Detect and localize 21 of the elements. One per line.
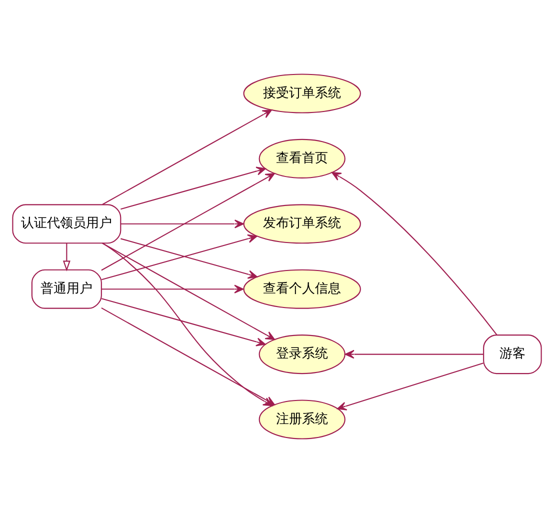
- node-box: 游客: [483, 334, 542, 374]
- arrow: [337, 362, 484, 410]
- arrow: [344, 349, 484, 358]
- arrow: [62, 242, 70, 271]
- arrow: [102, 298, 266, 346]
- node-ellipse: 注册系统: [258, 399, 346, 439]
- arrow: [102, 242, 273, 406]
- arrow: [120, 219, 244, 228]
- arrow: [101, 172, 275, 270]
- arrow: [120, 238, 258, 278]
- arrow: [332, 171, 498, 335]
- arrow: [102, 234, 258, 280]
- arrow: [102, 242, 275, 340]
- node-box: 普通用户: [31, 268, 102, 308]
- node-ellipse: 登录系统: [258, 334, 346, 374]
- arrow: [120, 166, 266, 210]
- node-ellipse: 查看首页: [258, 138, 346, 178]
- node-ellipse: 接受订单系统: [243, 73, 361, 113]
- arrow: [102, 284, 244, 293]
- arrow: [102, 108, 272, 204]
- node-box: 认证代领员用户: [12, 204, 122, 244]
